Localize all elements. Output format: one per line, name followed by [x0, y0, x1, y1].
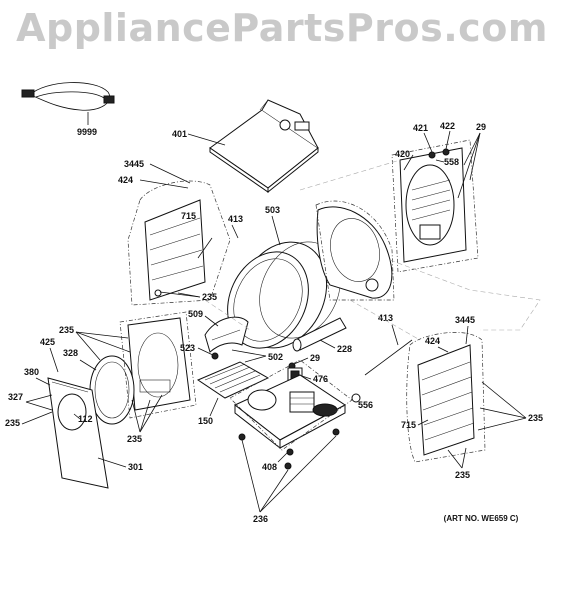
callout-425: 425	[40, 337, 55, 347]
callout-380: 380	[24, 367, 39, 377]
callout-523: 523	[180, 343, 195, 353]
callout-422: 422	[440, 121, 455, 131]
callout-420: 420	[395, 149, 410, 159]
callout-3445-right: 3445	[455, 315, 475, 325]
callout-235-right: 235	[528, 413, 543, 423]
part-413-right-rail[interactable]	[364, 339, 413, 376]
callout-235-left-panel: 235	[202, 292, 217, 302]
part-front-bulkhead[interactable]	[127, 317, 191, 411]
callout-328: 328	[63, 348, 78, 358]
callout-235-bulkhead: 235	[127, 434, 142, 444]
callout-715-left: 715	[181, 211, 196, 221]
callout-556: 556	[358, 400, 373, 410]
part-401-control-panel[interactable]	[209, 99, 319, 194]
callout-301: 301	[128, 462, 143, 472]
callout-29-mid: 29	[310, 353, 320, 363]
callout-413-right: 413	[378, 313, 393, 323]
part-150-heater-assembly[interactable]	[196, 361, 270, 399]
callout-424-right: 424	[425, 336, 440, 346]
callout-9999: 9999	[77, 127, 97, 137]
callout-236: 236	[253, 514, 268, 524]
callout-503: 503	[265, 205, 280, 215]
callout-715-right: 715	[401, 420, 416, 430]
part-228-duct-tube[interactable]	[292, 317, 347, 352]
part-715-right-side-panel[interactable]	[417, 344, 475, 456]
watermark-text: AppliancePartsPros.com	[16, 6, 548, 50]
part-301-front-door-panel[interactable]	[47, 377, 109, 489]
callout-235-door: 235	[5, 418, 20, 428]
callout-401: 401	[172, 129, 187, 139]
callout-408: 408	[262, 462, 277, 472]
callout-509: 509	[188, 309, 203, 319]
part-420-rear-bulkhead[interactable]	[399, 147, 467, 263]
callout-235-front-top: 235	[59, 325, 74, 335]
callout-413-left: 413	[228, 214, 243, 224]
callout-421: 421	[413, 123, 428, 133]
art-number: (ART NO. WE659 C)	[444, 514, 519, 523]
part-509-duct[interactable]	[204, 316, 249, 353]
callout-235-right-bottom: 235	[455, 470, 470, 480]
callout-150: 150	[198, 416, 213, 426]
part-715-left-side-panel[interactable]	[144, 199, 206, 301]
callout-29-top: 29	[476, 122, 486, 132]
callout-3445-left: 3445	[124, 159, 144, 169]
callout-327: 327	[8, 392, 23, 402]
callout-502: 502	[268, 352, 283, 362]
callout-424-left: 424	[118, 175, 133, 185]
callout-558: 558	[444, 157, 459, 167]
callout-228: 228	[337, 344, 352, 354]
callout-476: 476	[313, 374, 328, 384]
part-9999-hose[interactable]	[21, 82, 115, 125]
callout-112: 112	[78, 414, 93, 424]
part-drum-rear-bulkhead[interactable]	[316, 206, 393, 299]
